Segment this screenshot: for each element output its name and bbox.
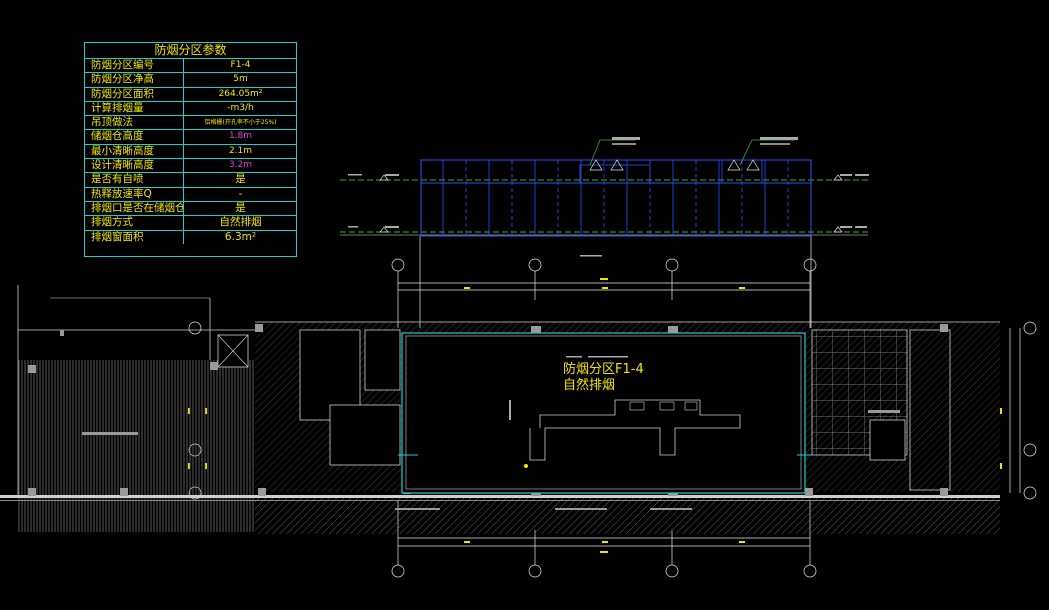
parameter-key: 设计清晰高度 <box>85 159 184 173</box>
parameter-value: 是 <box>235 173 246 186</box>
smoke-zone-outline <box>398 332 812 494</box>
parameter-key: 是否有自喷 <box>85 173 184 187</box>
parameter-table-row: 防烟分区面积 264.05m² <box>85 87 296 102</box>
smoke-zone-label: 防烟分区F1-4 自然排烟 <box>563 362 644 394</box>
smoke-zone-id-text: 防烟分区F1-4 <box>563 362 644 377</box>
parameter-key: 计算排烟量 <box>85 101 184 116</box>
parameter-table-rows: 防烟分区编号 F1-4 防烟分区净高 5m 防烟分区面积 264.05m² 计算排烟量 -m3… <box>85 59 296 244</box>
parameter-table-row: 排烟方式 自然排烟 <box>85 216 296 231</box>
annotation-marks <box>60 330 900 510</box>
parameter-value: F1-4 <box>230 60 251 70</box>
parameter-value: - <box>238 187 243 200</box>
parameter-table-row: 计算排烟量 -m3/h <box>85 101 296 117</box>
parameter-table-row: 设计清晰高度 3.2m <box>85 159 296 174</box>
parameter-value: 2.1m <box>228 145 253 156</box>
parameter-key: 排烟窗面积 <box>85 230 184 244</box>
parameter-table-row: 热释放速率Q - <box>85 187 296 202</box>
parameter-table-row: 储烟仓高度 1.8m <box>85 130 296 145</box>
parameter-table-row: 防烟分区净高 5m <box>85 73 296 88</box>
parameter-key: 最小清晰高度 <box>85 144 184 159</box>
parameter-value: -m3/h <box>227 102 254 113</box>
parameter-table-row: 排烟窗面积 6.3m² <box>85 230 296 244</box>
parameter-value: 1.8m <box>228 131 253 142</box>
smoke-exhaust-method-text: 自然排烟 <box>563 378 616 393</box>
parameter-value: 自然排烟 <box>219 216 262 229</box>
parameter-value: 264.05m² <box>218 88 263 99</box>
section-elevation <box>340 137 869 257</box>
parameter-value: 5m <box>233 74 248 85</box>
parameter-key: 防烟分区编号 <box>85 59 184 73</box>
parameter-value: 3.2m <box>228 160 253 171</box>
parameter-table-row: 吊顶做法 铝格栅(开孔率不小于25%) <box>85 116 296 131</box>
parameter-table-title: 防烟分区参数 <box>85 43 296 59</box>
parameter-value: 铝格栅(开孔率不小于25%) <box>204 119 277 127</box>
parameter-table-row: 是否有自喷 是 <box>85 173 296 188</box>
parameter-key: 防烟分区净高 <box>85 73 184 87</box>
parameter-value: 6.3m² <box>224 230 257 243</box>
parameter-table-row: 排烟口是否在储烟仓内 是 <box>85 201 296 217</box>
parameter-key: 储烟仓高度 <box>85 130 184 144</box>
parameter-key: 吊顶做法 <box>85 116 184 130</box>
parameter-key: 排烟方式 <box>85 216 184 230</box>
parameter-table-row: 最小清晰高度 2.1m <box>85 144 296 160</box>
parameter-key: 防烟分区面积 <box>85 87 184 101</box>
parameter-value: 是 <box>235 201 246 214</box>
parameter-key: 排烟口是否在储烟仓内 <box>85 201 184 216</box>
parameter-key: 热释放速率Q <box>85 187 184 201</box>
smoke-zone-parameter-table: 防烟分区参数 防烟分区编号 F1-4 防烟分区净高 5m 防烟分区面积 264.05m² 计… <box>84 42 297 257</box>
parameter-table-row: 防烟分区编号 F1-4 <box>85 59 296 74</box>
